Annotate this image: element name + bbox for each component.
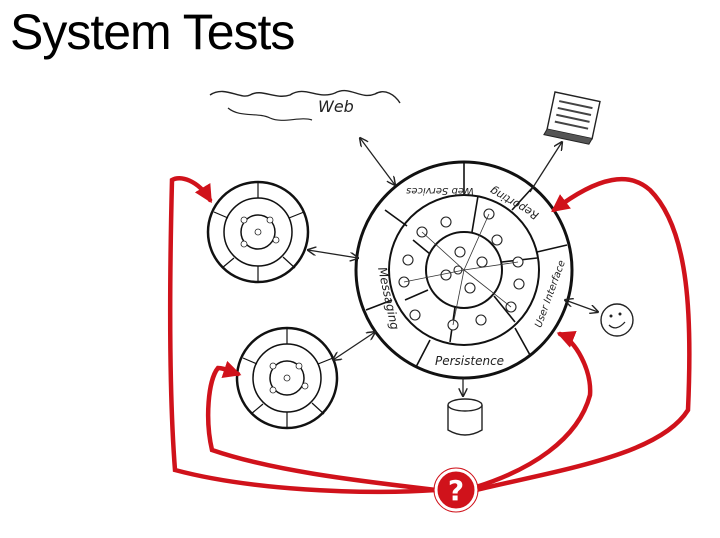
persistence-label: Persistence [435, 354, 504, 368]
small-architecture-circle-2 [235, 326, 339, 430]
web-cloud: Web [209, 89, 401, 121]
database-icon [447, 398, 483, 436]
slide-title: System Tests [10, 4, 295, 60]
small-architecture-circle-1 [206, 180, 310, 284]
question-mark: ? [448, 474, 464, 507]
documents-icon [543, 91, 601, 145]
connector-arrows [308, 138, 598, 396]
user-smiley-icon [600, 303, 634, 337]
main-architecture-circle: Persistence Messaging Web Services Repor… [354, 160, 574, 380]
web-label: Web [318, 97, 354, 116]
web-services-label: Web Services [406, 185, 474, 196]
question-badge: ? [433, 467, 479, 513]
test-paths [167, 175, 692, 495]
